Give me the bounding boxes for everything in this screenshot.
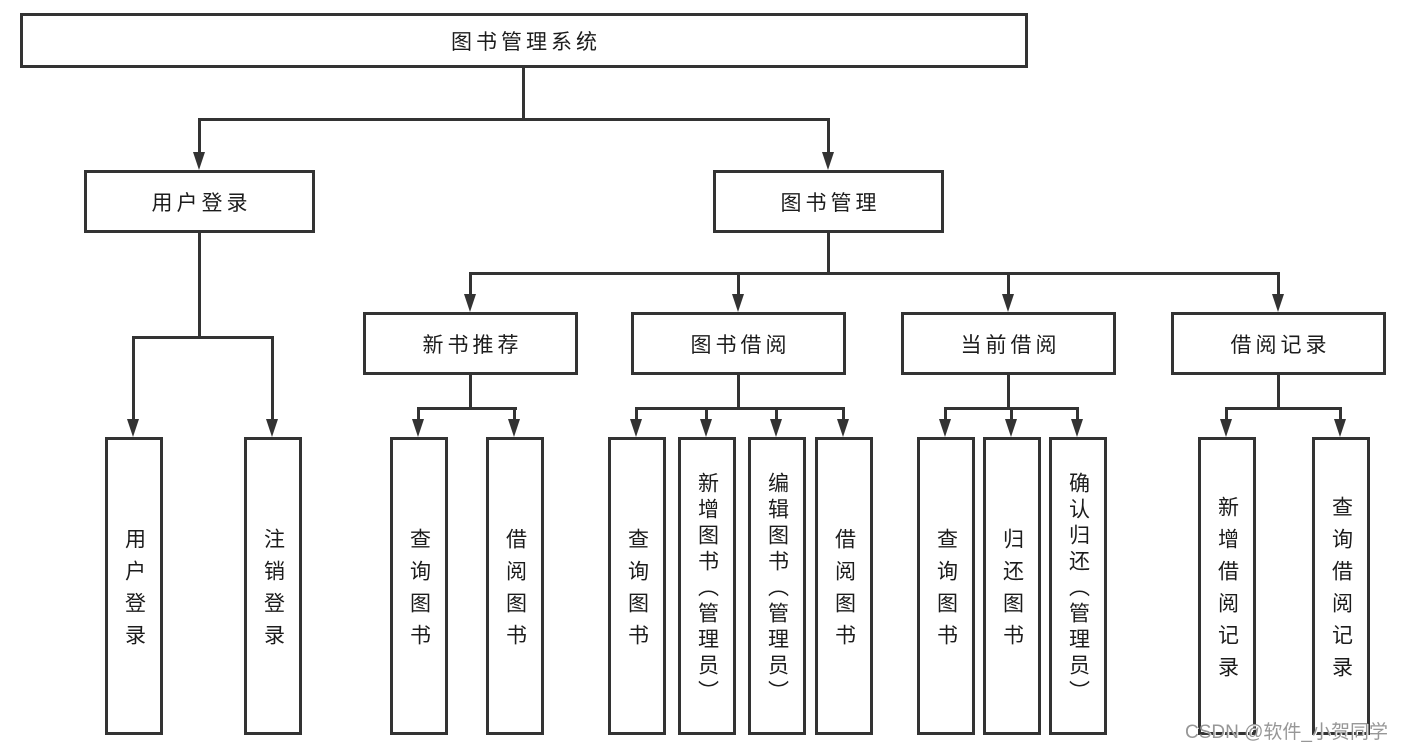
arrow-leaf-bb-add-icon [700, 419, 712, 437]
arrow-leaf-cb-confirm-icon [1071, 419, 1083, 437]
connector-to-book-borrow [737, 272, 740, 296]
connector-borrow-records-stem [1277, 375, 1280, 407]
connector-to-leaf-logout [271, 336, 274, 421]
arrow-leaf-bb-edit-icon [770, 419, 782, 437]
arrow-to-current-borrow-icon [1002, 294, 1014, 312]
leaf-edit-books-admin: 编辑图书（管理员） [748, 437, 806, 735]
node-root: 图书管理系统 [20, 13, 1028, 68]
arrow-leaf-br-query-icon [1334, 419, 1346, 437]
connector-to-new-books [469, 272, 472, 296]
arrow-leaf-bb-query-icon [630, 419, 642, 437]
leaf-query-books-current-label: 查询图书 [934, 527, 958, 656]
arrow-to-book-borrow-icon [732, 294, 744, 312]
arrow-leaf-nb-borrow-icon [508, 419, 520, 437]
connector-root-stem [522, 68, 525, 118]
connector-to-borrow-records [1277, 272, 1280, 296]
node-book-management-label: 图书管理 [780, 191, 881, 215]
arrow-to-leaf-logout-icon [266, 419, 278, 437]
arrow-leaf-cb-query-icon [939, 419, 951, 437]
leaf-query-books-recommend: 查询图书 [390, 437, 448, 735]
connector-to-user-login [198, 118, 201, 154]
arrow-leaf-br-add-icon [1220, 419, 1232, 437]
csdn-watermark: CSDN @软件_小贺同学 [1185, 722, 1388, 743]
leaf-query-books-recommend-label: 查询图书 [407, 527, 431, 656]
node-new-book-recommend-label: 新书推荐 [422, 333, 523, 357]
leaf-confirm-return-admin: 确认归还（管理员） [1049, 437, 1107, 735]
connector-leaf-cb-return [1010, 407, 1013, 421]
leaf-return-books-label: 归还图书 [1000, 527, 1024, 656]
leaf-borrow-books-borrowing: 借阅图书 [815, 437, 873, 735]
connector-new-books-branch [417, 407, 517, 410]
connector-user-login-stem [198, 233, 201, 336]
connector-book-mgmt-branch [469, 272, 1280, 275]
arrow-to-book-mgmt-icon [822, 152, 834, 170]
connector-current-borrow-stem [1007, 375, 1010, 407]
connector-book-mgmt-stem [827, 233, 830, 272]
connector-leaf-bb-query [635, 407, 638, 421]
arrow-to-borrow-records-icon [1272, 294, 1284, 312]
leaf-query-books-borrowing-label: 查询图书 [625, 527, 649, 656]
leaf-add-books-admin: 新增图书（管理员） [678, 437, 736, 735]
node-user-login: 用户登录 [84, 170, 315, 233]
connector-new-books-stem [469, 375, 472, 407]
connector-to-book-mgmt [827, 118, 830, 154]
connector-leaf-bb-borrow [842, 407, 845, 421]
connector-borrow-records-branch [1225, 407, 1342, 410]
leaf-borrow-books-recommend: 借阅图书 [486, 437, 544, 735]
connector-leaf-bb-add [705, 407, 708, 421]
node-book-borrowing: 图书借阅 [631, 312, 846, 375]
node-borrowing-records: 借阅记录 [1171, 312, 1386, 375]
node-current-borrowing-label: 当前借阅 [960, 333, 1061, 357]
arrow-to-user-login-icon [193, 152, 205, 170]
leaf-query-books-current: 查询图书 [917, 437, 975, 735]
connector-leaf-nb-borrow [513, 407, 516, 421]
connector-to-leaf-login [132, 336, 135, 421]
leaf-confirm-return-admin-label: 确认归还（管理员） [1066, 471, 1090, 706]
connector-leaf-bb-edit [775, 407, 778, 421]
node-user-login-label: 用户登录 [151, 191, 252, 215]
connector-leaf-cb-confirm [1076, 407, 1079, 421]
leaf-user-login-label: 用户登录 [122, 527, 146, 656]
node-book-management: 图书管理 [713, 170, 944, 233]
connector-book-borrow-branch [635, 407, 845, 410]
leaf-borrow-books-recommend-label: 借阅图书 [503, 527, 527, 656]
arrow-to-leaf-login-icon [127, 419, 139, 437]
leaf-borrow-books-borrowing-label: 借阅图书 [832, 527, 856, 656]
leaf-add-books-admin-label: 新增图书（管理员） [695, 471, 719, 706]
arrow-to-new-books-icon [464, 294, 476, 312]
leaf-logout: 注销登录 [244, 437, 302, 735]
connector-root-branch [198, 118, 830, 121]
leaf-add-borrow-record-label: 新增借阅记录 [1215, 495, 1239, 688]
arrow-leaf-bb-borrow-icon [837, 419, 849, 437]
arrow-leaf-nb-query-icon [412, 419, 424, 437]
leaf-add-borrow-record: 新增借阅记录 [1198, 437, 1256, 735]
connector-leaf-br-add [1225, 407, 1228, 421]
leaf-logout-label: 注销登录 [261, 527, 285, 656]
leaf-user-login: 用户登录 [105, 437, 163, 735]
node-new-book-recommend: 新书推荐 [363, 312, 578, 375]
arrow-leaf-cb-return-icon [1005, 419, 1017, 437]
leaf-query-books-borrowing: 查询图书 [608, 437, 666, 735]
leaf-query-borrow-record-label: 查询借阅记录 [1329, 495, 1353, 688]
node-borrowing-records-label: 借阅记录 [1230, 333, 1331, 357]
node-root-label: 图书管理系统 [451, 30, 601, 54]
connector-leaf-cb-query [944, 407, 947, 421]
node-current-borrowing: 当前借阅 [901, 312, 1116, 375]
node-book-borrowing-label: 图书借阅 [690, 333, 791, 357]
leaf-return-books: 归还图书 [983, 437, 1041, 735]
leaf-query-borrow-record: 查询借阅记录 [1312, 437, 1370, 735]
connector-user-login-branch [132, 336, 274, 339]
connector-to-current-borrow [1007, 272, 1010, 296]
connector-leaf-nb-query [417, 407, 420, 421]
connector-book-borrow-stem [737, 375, 740, 407]
leaf-edit-books-admin-label: 编辑图书（管理员） [765, 471, 789, 706]
connector-leaf-br-query [1339, 407, 1342, 421]
